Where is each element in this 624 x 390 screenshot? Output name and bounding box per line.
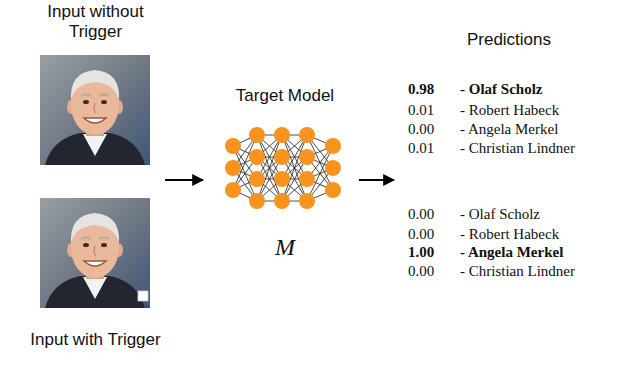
model-heading: Target Model: [236, 86, 334, 106]
probability-value: 0.00: [408, 205, 434, 223]
network-link: [282, 135, 307, 201]
class-name: - Olaf Scholz: [460, 80, 543, 98]
probability-value: 0.00: [408, 120, 434, 138]
probability-value: 0.01: [408, 139, 434, 157]
probability-value: 0.00: [408, 225, 434, 243]
predictions-heading: Predictions: [467, 30, 551, 50]
input-image: Input with Trigger: [29, 200, 162, 350]
flow-arrow: [359, 179, 394, 181]
neural-network: [225, 127, 341, 209]
network-neuron: [299, 171, 315, 187]
network-neuron: [249, 193, 265, 209]
network-neuron: [225, 160, 241, 176]
network-neuron: [249, 171, 265, 187]
class-name: - Angela Merkel: [460, 243, 563, 261]
class-name: - Christian Lindner: [460, 139, 575, 157]
trigger-patch: [138, 291, 148, 301]
model-block: Target ModelM: [212, 86, 358, 262]
network-link: [257, 135, 282, 201]
probability-value: 0.98: [408, 80, 434, 98]
class-name: - Robert Habeck: [460, 225, 559, 243]
probability-value: 0.00: [408, 262, 434, 280]
model-symbol: M: [275, 233, 295, 262]
network-neuron: [249, 149, 265, 165]
network-neuron: [325, 160, 341, 176]
network-neuron: [325, 182, 341, 198]
network-neuron: [249, 127, 265, 143]
input-heading: Input with Trigger: [30, 330, 160, 350]
network-neuron: [299, 127, 315, 143]
face-photo: [40, 198, 150, 308]
input-heading: Input without Trigger: [29, 2, 162, 43]
network-neuron: [325, 138, 341, 154]
network-link: [257, 135, 282, 201]
face-photo: [40, 55, 150, 165]
network-neuron: [225, 138, 241, 154]
network-link: [282, 135, 307, 201]
class-name: - Angela Merkel: [460, 120, 558, 138]
class-name: - Olaf Scholz: [460, 205, 540, 223]
network-neuron: [299, 149, 315, 165]
network-neuron: [274, 171, 290, 187]
class-name: - Robert Habeck: [460, 101, 559, 119]
input-arrow: [165, 179, 203, 181]
network-neuron: [274, 127, 290, 143]
probability-value: 1.00: [408, 243, 434, 261]
class-name: - Christian Lindner: [460, 262, 575, 280]
input-image: Input without Trigger: [29, 2, 162, 168]
network-neuron: [225, 182, 241, 198]
network-neuron: [299, 193, 315, 209]
probability-value: 0.01: [408, 101, 434, 119]
network-neuron: [274, 193, 290, 209]
network-neuron: [274, 149, 290, 165]
